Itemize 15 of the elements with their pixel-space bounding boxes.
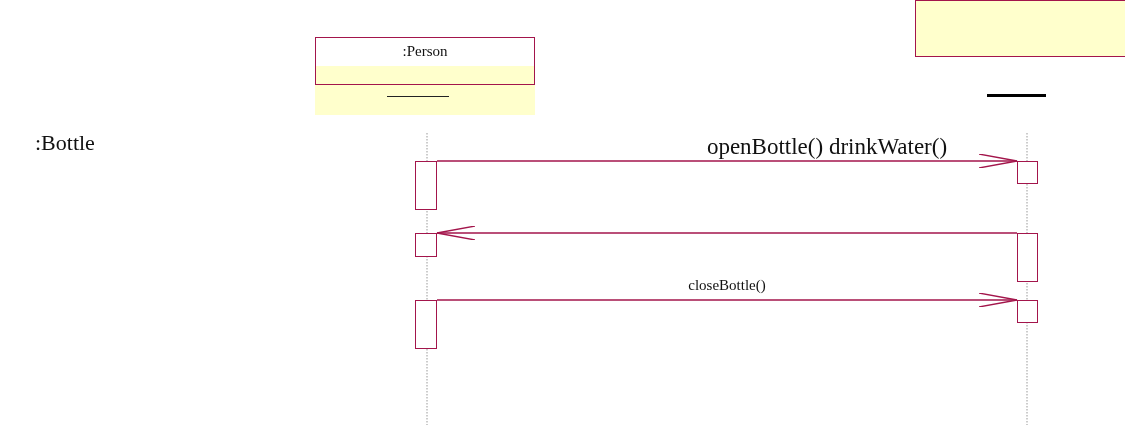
message-label: openBottle() drinkWater() [706, 134, 948, 159]
activation-bar [415, 300, 437, 349]
message-arrow [436, 292, 1018, 308]
object-box [915, 0, 1125, 57]
message-arrow [436, 225, 1018, 241]
message-arrow [436, 153, 1018, 169]
activation-bar [1017, 300, 1038, 323]
object-box [315, 37, 535, 115]
object-name: :Person [401, 42, 449, 60]
activation-bar [415, 161, 437, 210]
activation-bar [415, 233, 437, 257]
activation-bar [1017, 161, 1038, 184]
object-name: :Bottle [35, 130, 95, 156]
activation-bar [1017, 233, 1038, 282]
message-label: closeBottle() [688, 277, 766, 293]
